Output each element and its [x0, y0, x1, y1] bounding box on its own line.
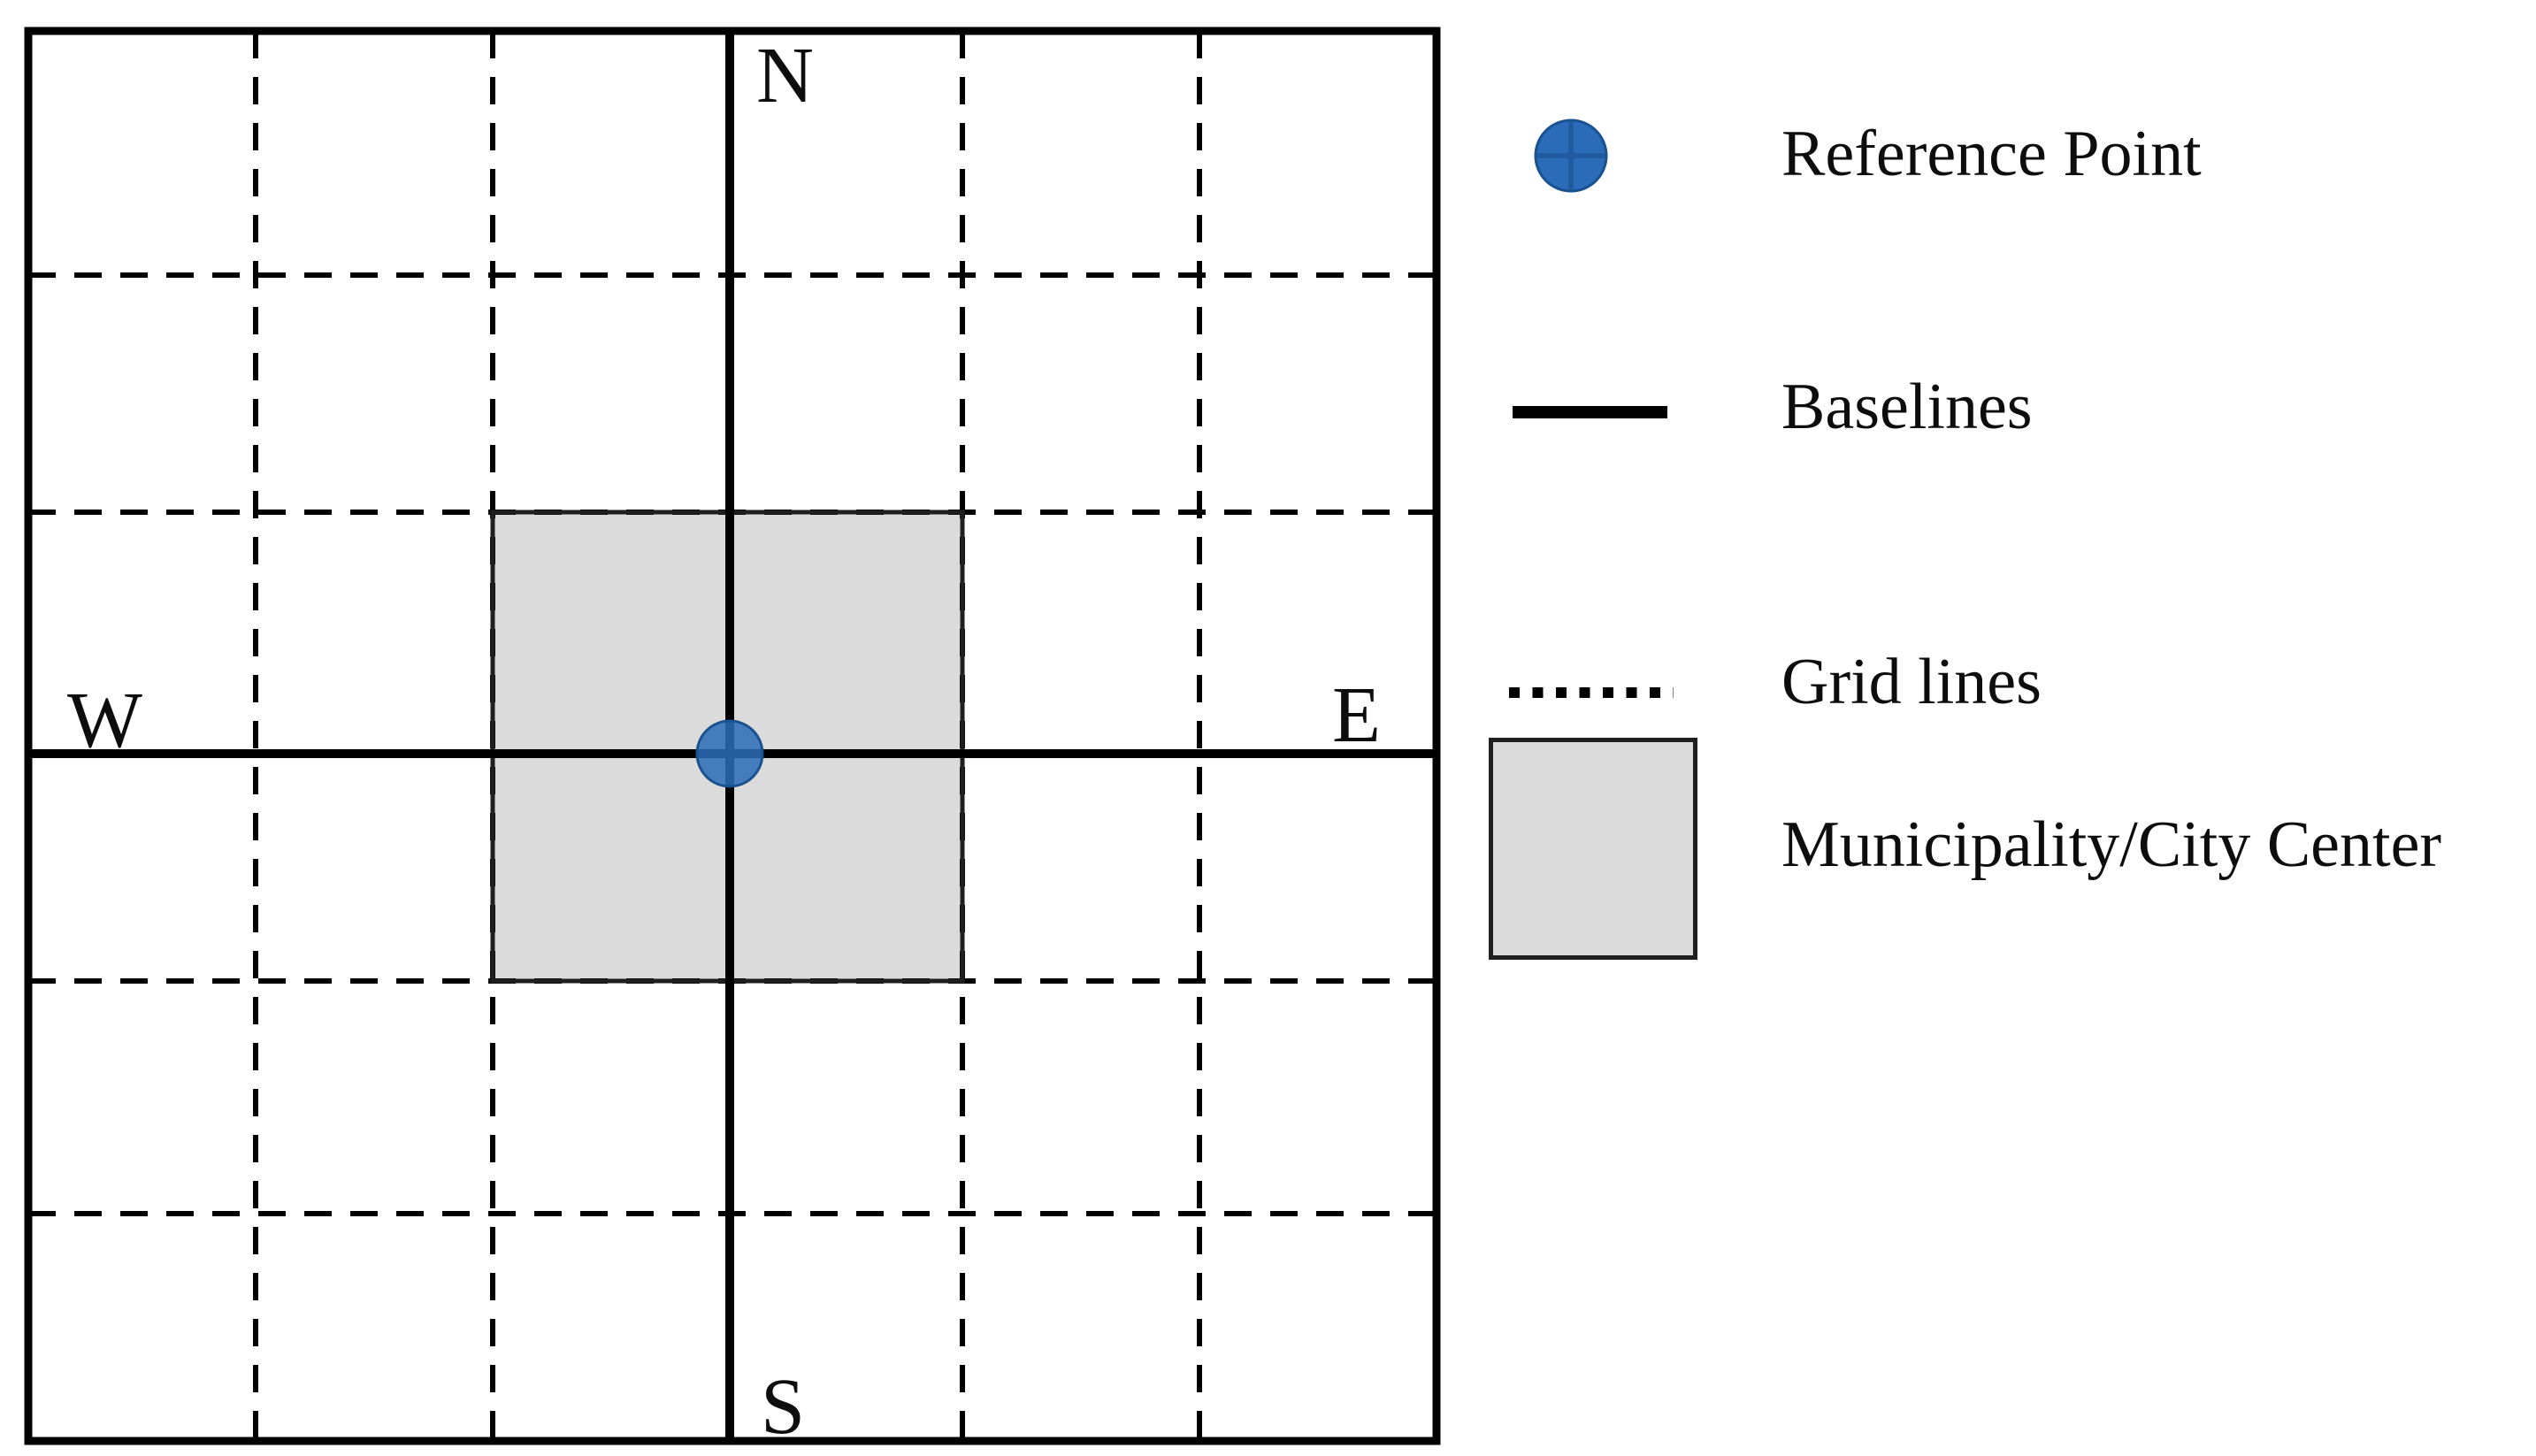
- compass-label-south: S: [761, 1363, 805, 1451]
- gray-area-swatch-icon: [1489, 738, 1697, 960]
- dotted-line-swatch-icon: [1509, 687, 1674, 698]
- legend-label-reference-point: Reference Point: [1781, 118, 2202, 190]
- survey-grid-diagram: N W E S: [24, 27, 1441, 1451]
- compass-label-east: E: [1332, 671, 1381, 759]
- solid-line-swatch-icon: [1513, 406, 1667, 418]
- compass-label-west: W: [67, 677, 142, 764]
- legend-label-grid-lines: Grid lines: [1781, 646, 2042, 718]
- reference-point-marker-icon: [1534, 119, 1608, 193]
- legend-label-baselines: Baselines: [1781, 371, 2033, 443]
- compass-label-north: N: [756, 32, 814, 119]
- legend-label-municipality-city-center: Municipality/City Center: [1781, 808, 2442, 881]
- reference-point-icon: [695, 719, 764, 788]
